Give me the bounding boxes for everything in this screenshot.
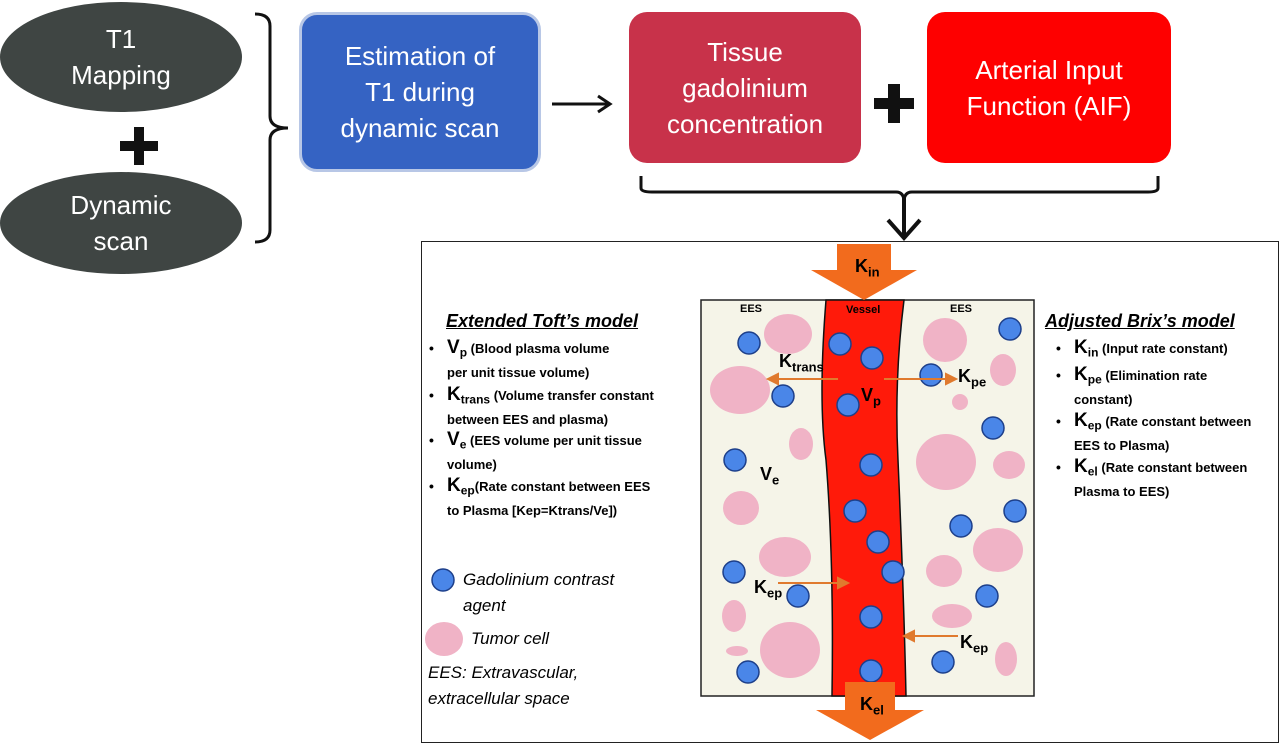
estimation-line2: T1 during [365, 77, 475, 107]
kel-label: Kel [860, 694, 884, 718]
tissue-line2: gadolinium [682, 72, 808, 103]
t1-mapping-line1: T1 [105, 24, 137, 54]
brix-title: Adjusted Brix’s model [1045, 311, 1235, 331]
aif-line2: Function (AIF) [966, 90, 1132, 121]
ve-label: Ve [760, 464, 780, 488]
estimation-line3: dynamic scan [340, 113, 500, 143]
vessel-label: Vessel [846, 304, 881, 316]
ees-right-label: EES [950, 303, 973, 315]
vp-label: Vp [861, 385, 881, 409]
aif-line1: Arterial Input [975, 54, 1123, 85]
kin-label: Kin [855, 256, 880, 280]
kep-left-label: Kep [754, 577, 783, 601]
dynamic-scan-node: Dynamic scan [0, 172, 242, 274]
tissue-concentration-node: Tissue gadolinium concentration [629, 12, 861, 163]
plus-icon-vertical [134, 127, 144, 165]
kpe-label: Kpe [958, 366, 987, 390]
estimation-line1: Estimation of [344, 41, 496, 71]
left-brace [254, 12, 289, 244]
dynamic-scan-line2: scan [93, 226, 149, 256]
t1-mapping-line2: Mapping [71, 60, 171, 90]
kep-right-label: Kep [960, 632, 989, 656]
legend-agent-icon [431, 568, 455, 592]
tissue-line3: concentration [666, 108, 824, 139]
plus-icon-2-vertical [888, 84, 900, 123]
brix-item-kin: •Kin (Input rate constant) [1056, 337, 1228, 360]
toft-title: Extended Toft’s model [446, 311, 639, 331]
legend-ees-text: EES: Extravascular,extracellular space [428, 663, 579, 708]
gadolinium-agents [722, 317, 1027, 684]
ktrans-label: Ktrans [779, 351, 824, 375]
tissue-line1: Tissue [707, 36, 783, 67]
estimation-node: Estimation of T1 during dynamic scan [299, 12, 541, 172]
aif-node: Arterial Input Function (AIF) [927, 12, 1171, 163]
legend-tumor-icon [425, 622, 463, 656]
ees-left-label: EES [740, 303, 763, 315]
t1-mapping-node: T1 Mapping [0, 2, 242, 112]
dynamic-scan-line1: Dynamic [70, 190, 172, 220]
tumor-cells [710, 314, 1025, 678]
kin-arrow [811, 244, 917, 300]
kel-arrow [816, 682, 924, 740]
legend-tumor-text: Tumor cell [471, 629, 550, 648]
